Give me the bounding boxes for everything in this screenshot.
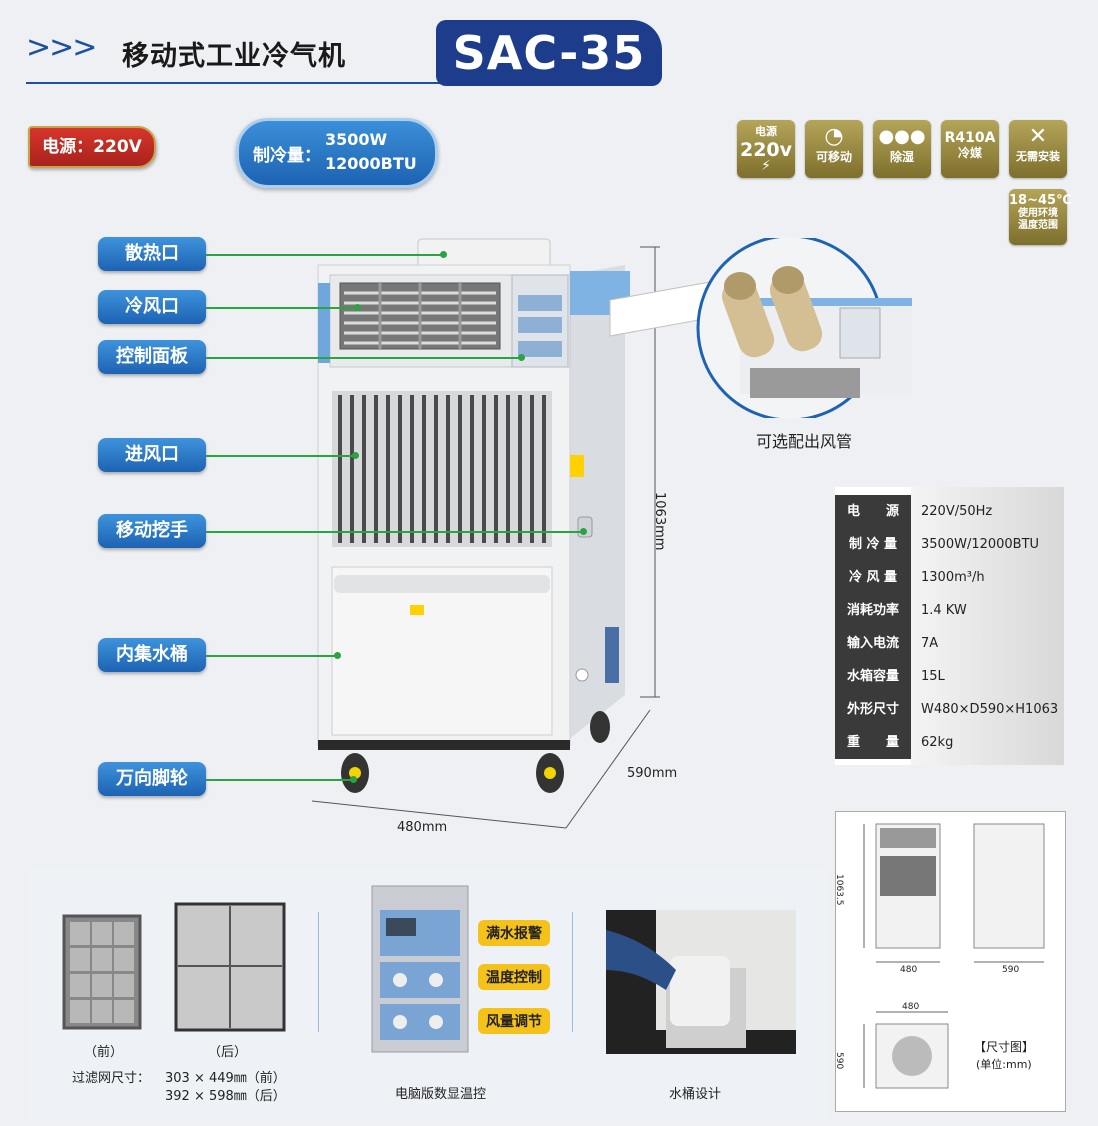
callout-dot [352,452,359,459]
power-badge: 电源：220V [28,126,156,168]
callout-line [206,531,582,533]
callout-casters: 万向脚轮 [98,762,206,796]
callout-line [206,254,442,256]
header-divider [26,82,446,84]
callout-exhaust: 散热口 [98,237,206,271]
top-depth-label: 590 [834,1052,844,1070]
fan-speed-label: 风量调节 [478,1008,550,1034]
filter-size-front: 303 × 449㎜（前） [165,1071,286,1086]
filter-front-label: （前） [84,1045,124,1060]
air-conditioner-illustration [311,238,660,829]
duct-inset [609,238,912,418]
power-220v-icon: 电源 220v ⚡ [737,120,795,178]
callout-control-panel: 控制面板 [98,340,206,374]
movable-icon: ◔可移动 [805,120,863,178]
callout-dot [354,304,361,311]
callout-air-intake: 进风口 [98,438,206,472]
page-title: 移动式工业冷气机 [122,41,346,72]
callout-line [206,357,522,359]
callout-line [206,307,356,309]
side-width-label: 590 [1002,965,1020,975]
control-panel-image [371,885,469,1053]
front-height-label: 1063.5 [834,874,844,906]
model-badge: SAC-35 [436,20,662,86]
callout-dot [580,528,587,535]
cooling-watt: 3500W [325,130,388,149]
bucket-caption: 水桶设计 [669,1087,722,1102]
dehumidify-icon: ●●●除湿 [873,120,931,178]
filter-size-title: 过滤网尺寸： [72,1071,151,1086]
callout-water-bucket: 内集水桶 [98,638,206,672]
no-install-icon: ✕无需安装 [1009,120,1067,178]
drawing-unit: (单位:mm) [976,1058,1032,1071]
cooling-btu: 12000BTU [325,154,417,173]
filter-size-back: 392 × 598㎜（后） [165,1089,286,1104]
full-water-alarm-label: 满水报警 [478,920,550,946]
dimension-drawing: 1063.5 480 590 480 590 【尺寸图】 (单位:mm) [834,811,1066,1112]
callout-cold-air-outlet: 冷风口 [98,290,206,324]
callout-line [206,779,352,781]
temperature-control-label: 温度控制 [478,964,550,990]
chevron-icon: >>> [26,30,97,65]
callout-line [206,655,336,657]
callout-dot [518,354,525,361]
callout-line [206,455,354,457]
cooling-badge: 制冷量： 3500W 12000BTU [236,118,438,188]
water-bucket-photo [606,910,796,1054]
duct-caption: 可选配出风管 [756,432,853,451]
width-dimension: 480mm [397,820,448,835]
control-panel-caption: 电脑版数显温控 [395,1087,487,1102]
filter-images [62,902,286,1032]
drawing-title: 【尺寸图】 [974,1040,1035,1054]
callout-dot [334,652,341,659]
cooling-label: 制冷量： [253,146,321,166]
callout-handle: 移动挖手 [98,514,206,548]
divider [572,912,573,1032]
temperature-range-icon: 18~45℃ 使用环境 温度范围 [1009,189,1072,245]
callout-dot [440,251,447,258]
height-dimension: 1063mm [652,492,667,551]
divider [318,912,319,1032]
filter-back-label: （后） [208,1045,248,1060]
top-width-label: 480 [902,1002,920,1012]
callout-dot [350,776,357,783]
front-width-label: 480 [900,965,918,975]
depth-dimension: 590mm [627,766,678,781]
